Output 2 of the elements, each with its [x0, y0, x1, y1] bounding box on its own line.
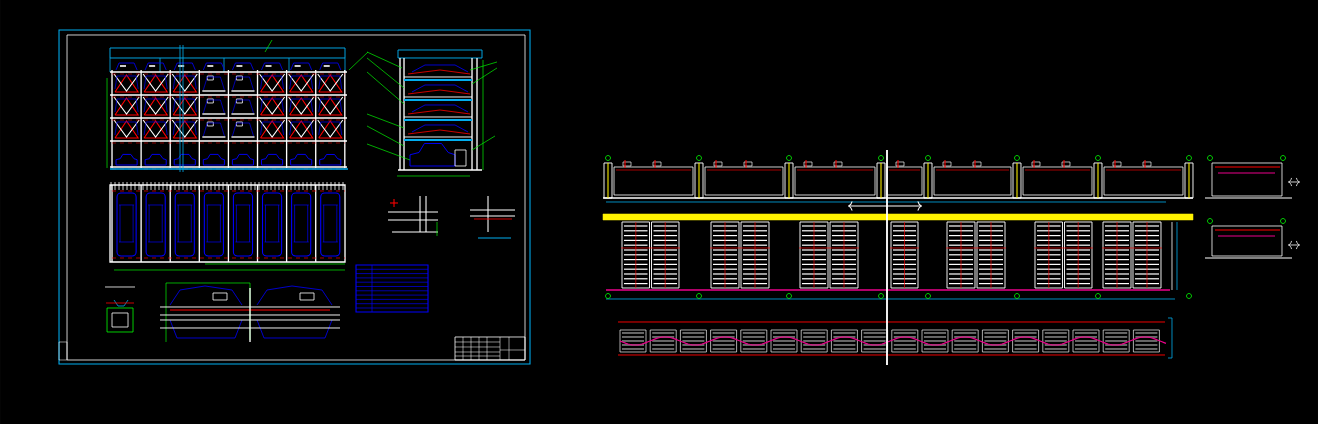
engineering-drawing [58, 29, 531, 365]
engineering-drawing [602, 149, 1300, 366]
